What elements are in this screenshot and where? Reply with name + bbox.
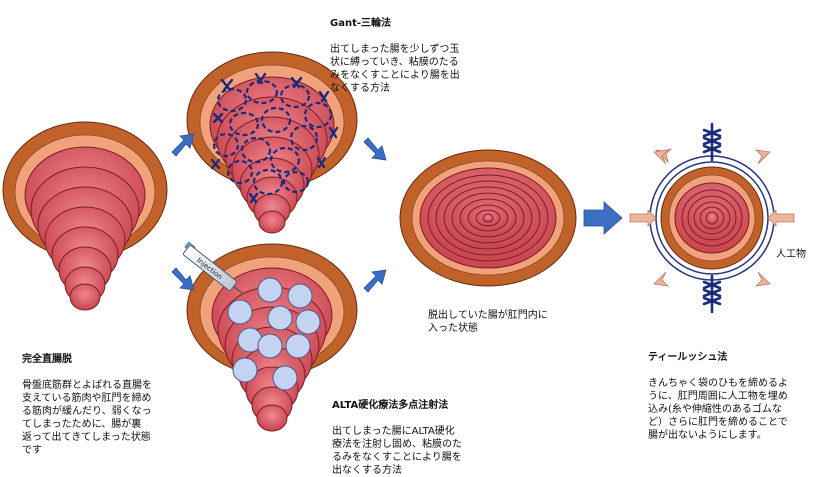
thiersch-title: ティールッシュ法 bbox=[648, 352, 728, 363]
alta-description: 出てしまった腸にALTA硬化 療法を注射し固め、粘膜のた るみをなくすことにより… bbox=[332, 426, 462, 476]
thiersch-caption: ティールッシュ法 きんちゃく袋のひもを締めるよ うに、肛門周囲に人工物を埋め 込… bbox=[648, 338, 816, 442]
alta-title: ALTA硬化療法多点注射法 bbox=[332, 400, 449, 411]
gant-title: Gant-三輪法 bbox=[330, 18, 392, 29]
pressure-arrows bbox=[629, 148, 795, 287]
diagram-canvas: Injection bbox=[2, 51, 795, 432]
reduced-caption: 脱出していた腸が肛門内に 入った状態 bbox=[428, 296, 578, 335]
prolapse-title: 完全直腸脱 bbox=[22, 354, 72, 365]
arrow-to-thiersch bbox=[583, 201, 623, 235]
flow-arrows bbox=[171, 133, 623, 293]
artificial-material-label: 人工物 bbox=[776, 249, 806, 260]
prolapse-caption: 完全直腸脱 骨盤底筋群とよばれる直腸を 支えている筋肉や肛門を締め る筋肉が緩ん… bbox=[22, 340, 192, 457]
prolapse-description: 骨盤底筋群とよばれる直腸を 支えている筋肉や肛門を締め る筋肉が緩んだり、弱くな… bbox=[22, 380, 152, 456]
alta-illustration: Injection bbox=[182, 241, 358, 432]
arrow-alta-to-reduced bbox=[363, 269, 387, 293]
suture-ties bbox=[210, 72, 339, 204]
arrow-to-alta bbox=[171, 267, 195, 291]
thiersch-illustration bbox=[629, 122, 795, 314]
gant-description: 出てしまった腸を少しずつ玉 状に縛っていき、粘膜のたる みをなくすことにより腸を… bbox=[330, 44, 460, 94]
thiersch-description: きんちゃく袋のひもを締めるよ うに、肛門周囲に人工物を埋め 込み(糸や伸縮性のあ… bbox=[648, 378, 788, 441]
ring-knots bbox=[702, 122, 722, 314]
reduced-description: 脱出していた腸が肛門内に 入った状態 bbox=[428, 310, 548, 334]
suture-loops bbox=[212, 79, 333, 196]
gant-caption: Gant-三輪法 出てしまった腸を少しずつ玉 状に縛っていき、粘膜のたる みをな… bbox=[330, 4, 490, 95]
alta-caption: ALTA硬化療法多点注射法 出てしまった腸にALTA硬化 療法を注射し固め、粘膜… bbox=[332, 386, 502, 477]
prolapse-illustration bbox=[2, 121, 168, 311]
sclerosant-injection-points bbox=[227, 277, 321, 391]
arrow-gant-to-reduced bbox=[363, 137, 387, 161]
reduced-illustration bbox=[399, 149, 577, 287]
arrow-to-gant bbox=[171, 133, 195, 157]
gant-illustration bbox=[186, 51, 358, 234]
